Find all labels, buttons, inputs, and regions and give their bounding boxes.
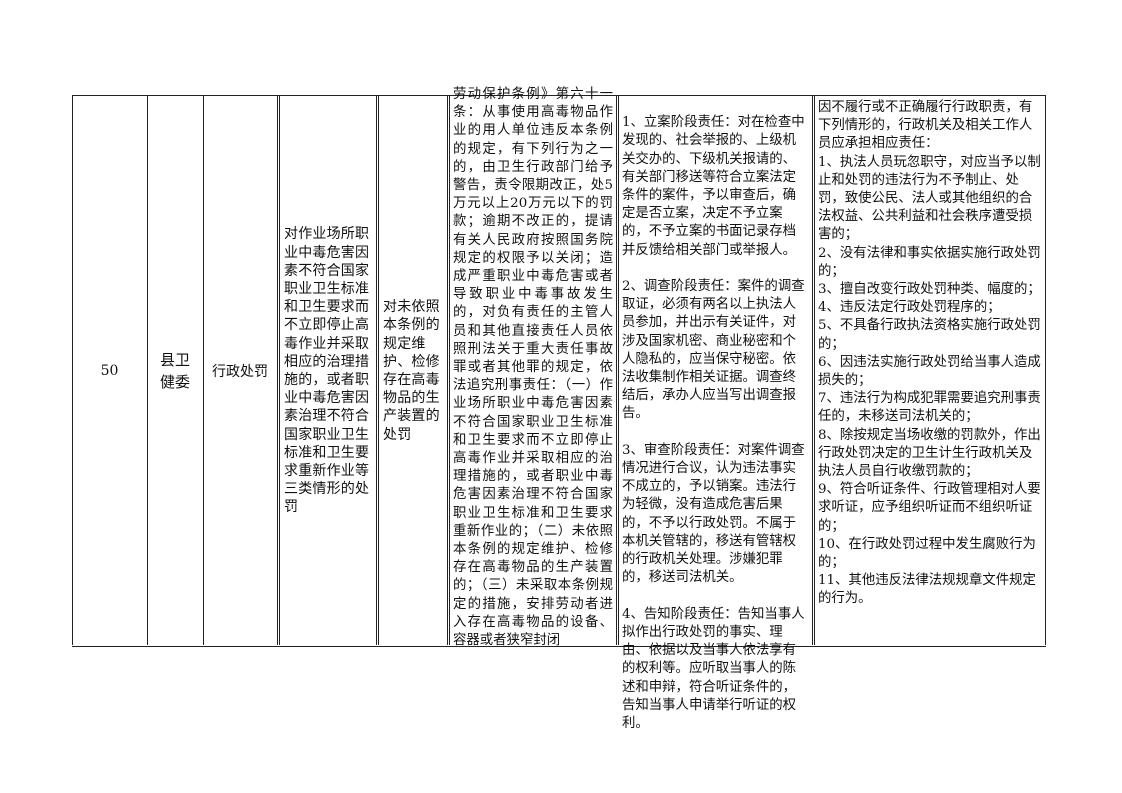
legal-basis-text: 劳动保护条例》第六十一条：从事使用高毒物品作业的用人单位违反本条例的规定，有下列… [453,87,613,649]
table-border-line [1045,95,1046,645]
table-border-line [376,95,379,645]
row-number-cell: 50 [72,96,147,646]
sub-item-cell: 对未依照本条例的规定维护、检修存在高毒物品的生产装置的处罚 [379,96,447,646]
responsibility-item: 2、调查阶段责任：案件的调查取证，必须有两名以上执法人员参加，并出示有关证件，对… [622,279,805,422]
power-list-table-row: 50 县卫健委 行政处罚 对作业场所职业中毒危害因素不符合国家职业卫生标准和卫生… [72,87,1046,731]
responsibility-item: 4、告知阶段责任：告知当事人拟作出行政处罚的事实、理由、依据以及当事人依法享有的… [622,606,805,731]
liability-text: 因不履行或不正确履行行政职责，有下列情形的，行政机关及相关工作人员应承担相应责任… [818,100,1041,607]
row-number: 50 [100,363,119,379]
item-name: 对作业场所职业中毒危害因素不符合国家职业卫生标准和卫生要求而不立即停止高毒作业并… [284,226,370,516]
item-name-cell: 对作业场所职业中毒危害因素不符合国家职业卫生标准和卫生要求而不立即停止高毒作业并… [280,96,376,646]
table-border-line [147,95,148,645]
responsibility-cell: 1、立案阶段责任：对在检查中发现的、社会举报的、上级机关交办的、下级机关报请的、… [619,96,812,731]
table-border-line [812,95,815,645]
responsibility-item: 1、立案阶段责任：对在检查中发现的、社会举报的、上级机关交办的、下级机关报请的、… [622,115,805,258]
table-border-line [203,95,204,645]
department-name: 县卫健委 [159,351,190,391]
department-cell: 县卫健委 [147,96,203,646]
power-type-cell: 行政处罚 [203,96,277,646]
legal-basis-cell: 劳动保护条例》第六十一条：从事使用高毒物品作业的用人单位违反本条例的规定，有下列… [450,87,616,648]
responsibility-list: 1、立案阶段责任：对在检查中发现的、社会举报的、上级机关交办的、下级机关报请的、… [619,96,812,751]
liability-cell: 因不履行或不正确履行行政职责，有下列情形的，行政机关及相关工作人员应承担相应责任… [815,96,1045,646]
sub-item-name: 对未依照本条例的规定维护、检修存在高毒物品的生产装置的处罚 [383,299,440,443]
table-border-line [447,95,450,645]
power-type: 行政处罚 [212,364,268,380]
table-border-line [277,95,280,645]
table-border-line [616,95,619,645]
responsibility-item: 3、审查阶段责任：对案件调查情况进行合议，认为违法事实不成立的，予以销案。违法行… [622,442,805,586]
table-border-line [72,95,73,645]
